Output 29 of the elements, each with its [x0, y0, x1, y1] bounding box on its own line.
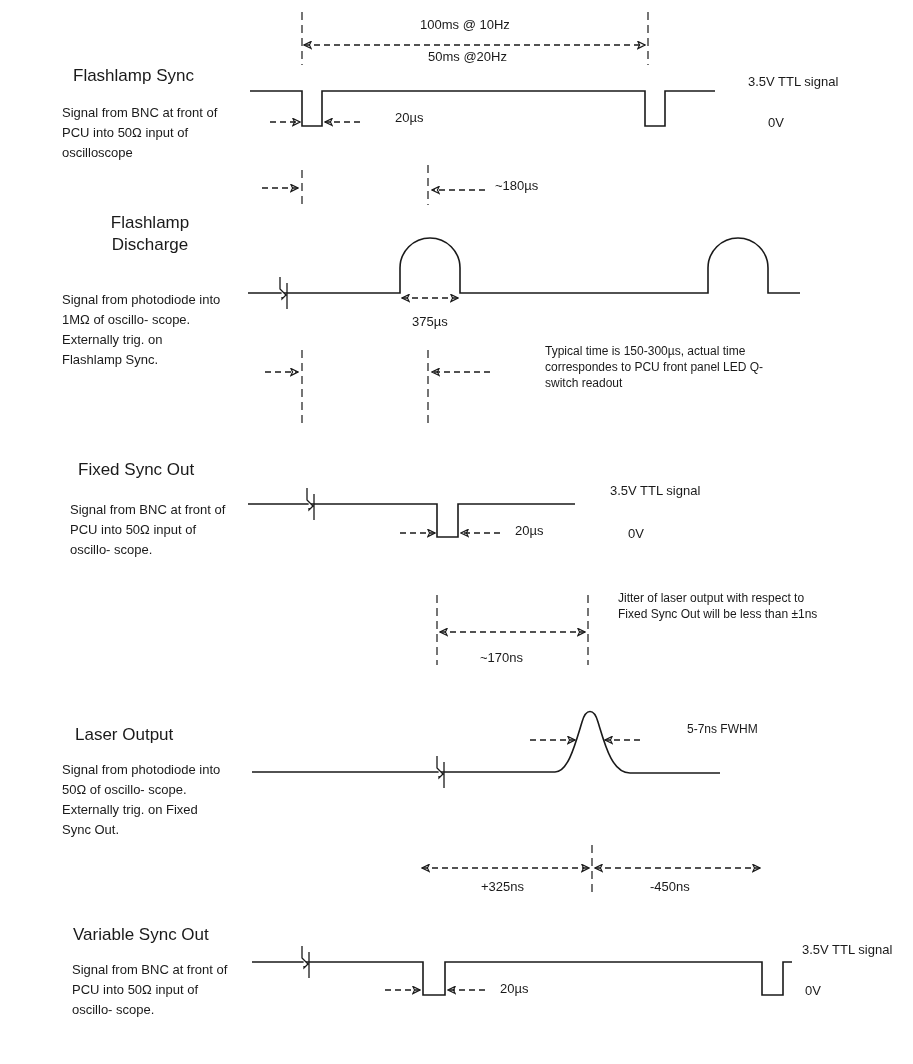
note-text: Jitter of laser output with respect to Fixed Sync Out will be less than ±1ns	[618, 590, 819, 622]
level-label: 0V	[805, 982, 821, 1000]
note-text: 5-7ns FWHM	[687, 721, 758, 737]
description-text: Signal from photodiode into 50Ω of oscillo- scope. Externally trig. on Fixed Sync Out.	[62, 761, 222, 839]
level-label: 3.5V TTL signal	[802, 941, 893, 959]
dimension-label: 50ms @20Hz	[428, 48, 507, 66]
dimension-label: ~170ns	[480, 649, 523, 667]
signal-name: Flashlamp Discharge	[109, 212, 191, 256]
description-text: Signal from photodiode into 1MΩ of oscillo- scope. Externally trig. on Flashlamp Sync.	[62, 291, 222, 369]
dimension-label: 20µs	[515, 522, 544, 540]
level-label: 0V	[628, 525, 644, 543]
dimension-label: 375µs	[412, 313, 448, 331]
description-text: Signal from BNC at front of PCU into 50Ω input of oscillo- scope.	[70, 501, 227, 559]
signal-name: Laser Output	[75, 724, 174, 746]
level-label: 3.5V TTL signal	[610, 482, 701, 500]
level-label: 3.5V TTL signal	[748, 73, 839, 91]
dimension-label: ~180µs	[495, 177, 539, 195]
dimension-label: 20µs	[395, 109, 424, 127]
description-text: Signal from BNC at front of PCU into 50Ω input of oscilloscope	[62, 104, 219, 162]
dimension-label: +325ns	[481, 878, 524, 896]
description-text: Signal from BNC at front of PCU into 50Ω input of oscillo- scope.	[72, 961, 229, 1019]
dimension-label: -450ns	[650, 878, 690, 896]
signal-name: Fixed Sync Out	[78, 459, 195, 481]
signal-name: Flashlamp Sync	[73, 65, 194, 87]
dimension-label: 20µs	[500, 980, 529, 998]
note-text: Typical time is 150-300µs, actual time correspondes to PCU front panel LED Q-switch readout	[545, 343, 765, 391]
level-label: 0V	[768, 114, 784, 132]
dimension-label: 100ms @ 10Hz	[420, 16, 510, 34]
signal-name: Variable Sync Out	[73, 924, 209, 946]
